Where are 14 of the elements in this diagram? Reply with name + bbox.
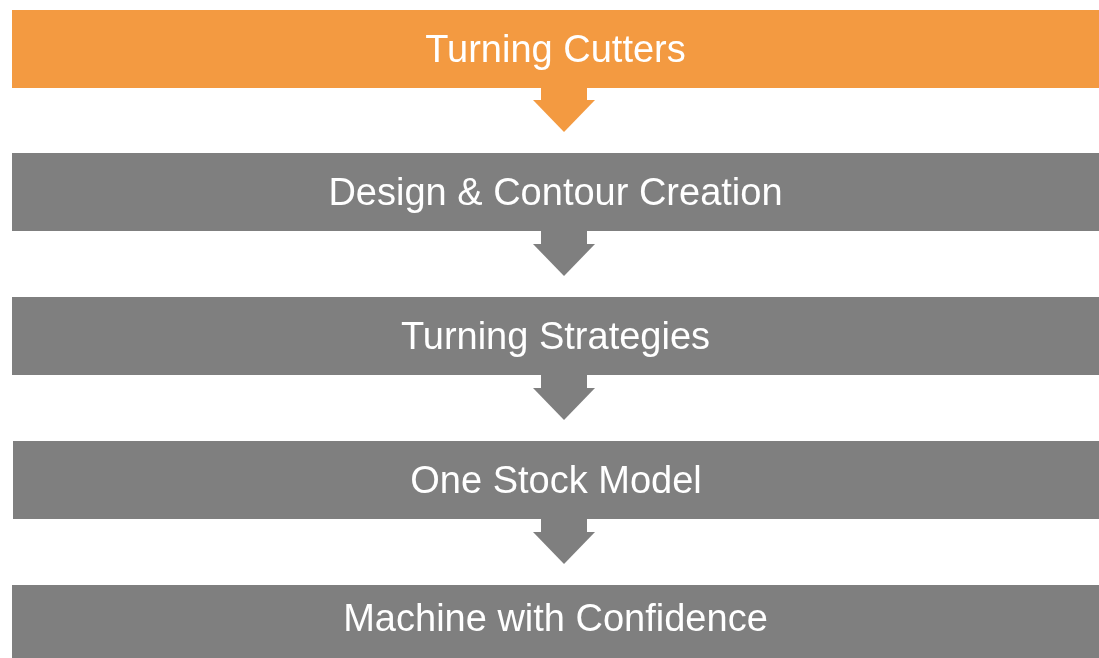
step-label: Machine with Confidence (343, 597, 768, 641)
step-label: Turning Cutters (425, 27, 686, 71)
down-arrow (533, 88, 595, 132)
down-arrow (533, 231, 595, 276)
step-bar (12, 153, 1099, 231)
step-bar (13, 441, 1099, 519)
step-label: One Stock Model (410, 458, 702, 502)
step-bar (12, 10, 1099, 88)
down-arrow (533, 375, 595, 420)
step-label: Design & Contour Creation (328, 170, 783, 214)
down-arrow (533, 519, 595, 564)
step-bar (12, 297, 1099, 375)
step-label: Turning Strategies (400, 314, 711, 358)
step-bar (12, 585, 1099, 658)
